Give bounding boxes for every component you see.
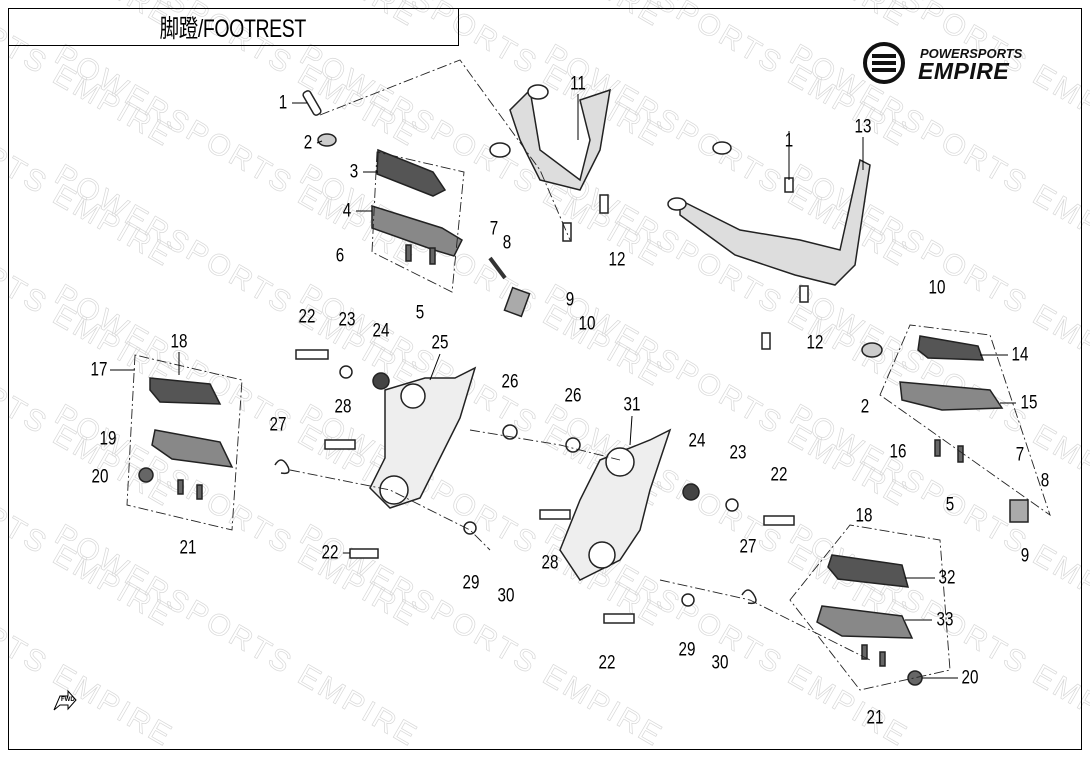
callout-part-number: 9 <box>565 289 575 311</box>
callout-part-number: 21 <box>179 537 197 559</box>
callout-part-number: 20 <box>91 466 109 488</box>
callout-part-number: 22 <box>598 652 616 674</box>
callout-part-number: 3 <box>349 161 359 183</box>
title-box: 脚蹬/FOOTREST <box>8 8 459 46</box>
callout-part-number: 23 <box>338 309 356 331</box>
spring-27-right <box>741 589 757 605</box>
callout-part-number: 5 <box>415 302 425 324</box>
callout-part-number: 11 <box>570 73 586 95</box>
callout-part-number: 21 <box>866 707 884 729</box>
callout-part-number: 28 <box>334 396 352 418</box>
rubber-pad-18-left <box>149 377 222 405</box>
bracket-11 <box>509 88 611 191</box>
callout-part-number: 9 <box>1020 545 1030 567</box>
callout-part-number: 12 <box>608 249 626 271</box>
footpeg-4 <box>371 204 463 257</box>
callout-part-number: 33 <box>936 609 954 631</box>
footpeg-19 <box>151 429 234 468</box>
callout-part-number: 23 <box>729 442 747 464</box>
page-title: 脚蹬/FOOTREST <box>159 14 307 43</box>
logo-line2: EMPIRE <box>918 58 1010 84</box>
callout-part-number: 17 <box>90 359 108 381</box>
callout-part-number: 22 <box>298 306 316 328</box>
callout-part-number: 14 <box>1011 344 1029 366</box>
rubber-pad-3 <box>376 148 447 197</box>
callout-part-number: 30 <box>711 652 729 674</box>
callout-part-number: 13 <box>854 116 872 138</box>
callout-part-number: 29 <box>462 572 480 594</box>
brand-logo: POWERSPORTS EMPIRE <box>860 40 1060 86</box>
bracket-13 <box>679 158 871 286</box>
callout-part-number: 6 <box>335 245 345 267</box>
callout-part-number: 25 <box>431 332 449 354</box>
callout-part-number: 15 <box>1020 392 1038 414</box>
bracket-25 <box>369 366 477 509</box>
bolt-1-left <box>302 90 322 116</box>
callout-part-number: 10 <box>578 313 596 335</box>
callout-part-number: 1 <box>784 130 794 152</box>
callout-part-number: 20 <box>961 667 979 689</box>
plate-9-right <box>1009 499 1029 523</box>
callout-part-number: 2 <box>860 396 870 418</box>
footpeg-33 <box>816 605 914 639</box>
washer-2-left <box>317 133 337 147</box>
callout-part-number: 22 <box>770 464 788 486</box>
callout-part-number: 24 <box>372 320 390 342</box>
rubber-pad-18-right <box>827 554 910 588</box>
callout-part-number: 12 <box>806 332 824 354</box>
callout-part-number: 19 <box>99 428 117 450</box>
callout-part-number: 22 <box>321 542 339 564</box>
callout-part-number: 7 <box>489 218 499 240</box>
callout-part-number: 10 <box>928 277 946 299</box>
logo-line1: POWERSPORTS <box>920 46 1023 61</box>
callout-part-number: 7 <box>1015 444 1025 466</box>
footpeg-15 <box>899 381 1004 411</box>
callout-part-number: 27 <box>269 414 287 436</box>
callout-part-number: 4 <box>342 200 352 222</box>
callout-part-number: 5 <box>945 494 955 516</box>
callout-part-number: 16 <box>889 441 907 463</box>
callout-part-number: 28 <box>541 552 559 574</box>
callout-part-number: 26 <box>564 385 582 407</box>
callout-part-number: 27 <box>739 536 757 558</box>
forward-direction-icon: FWD <box>52 689 78 712</box>
callout-part-number: 1 <box>278 92 288 114</box>
rubber-pad-14 <box>917 335 985 361</box>
callout-part-number: 8 <box>502 232 512 254</box>
callout-part-number: 29 <box>678 639 696 661</box>
spring-27-left <box>274 459 290 475</box>
diagram-frame <box>8 8 1082 750</box>
plate-9-left <box>503 286 531 318</box>
bracket-31 <box>559 428 672 581</box>
callout-part-number: 31 <box>623 394 641 416</box>
washer-2-right <box>861 342 883 358</box>
callout-part-number: 8 <box>1040 470 1050 492</box>
callout-part-number: 30 <box>497 585 515 607</box>
callout-part-number: 2 <box>303 132 313 154</box>
logo-emblem-icon <box>863 42 905 84</box>
callout-part-number: 26 <box>501 371 519 393</box>
callout-part-number: 18 <box>170 331 188 353</box>
callout-part-number: 24 <box>688 430 706 452</box>
callout-part-number: 32 <box>938 567 956 589</box>
callout-part-number: 18 <box>855 505 873 527</box>
fwd-label: FWD <box>61 697 75 703</box>
